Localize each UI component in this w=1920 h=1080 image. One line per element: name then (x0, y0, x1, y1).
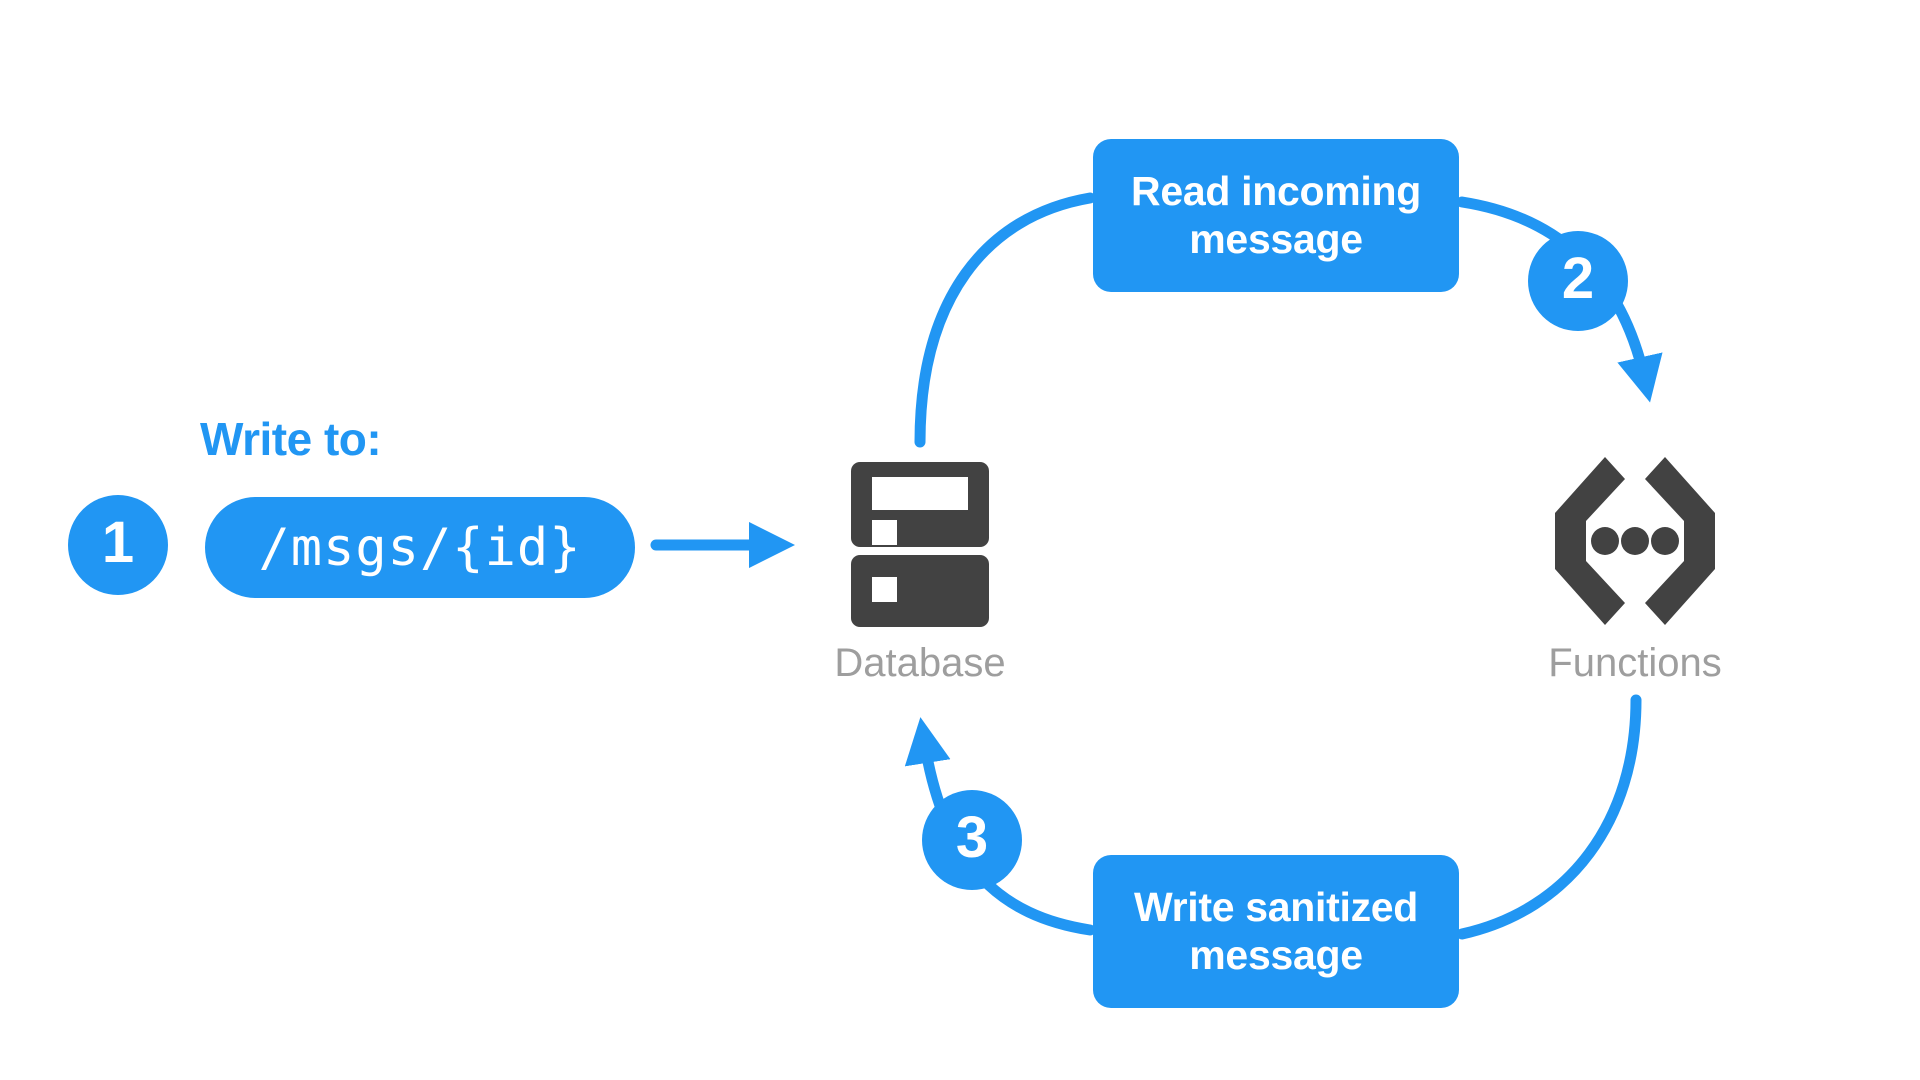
functions-braces-icon (1555, 457, 1715, 625)
step-badge-2: 2 (1528, 231, 1628, 331)
box-write-sanitized-message[interactable]: Write sanitized message (1093, 855, 1459, 1008)
step-badge-3: 3 (922, 790, 1022, 890)
connector-functions-to-write-box (1456, 694, 1642, 940)
box-write-sanitized-message-text: Write sanitized message (1134, 884, 1418, 980)
path-pill[interactable]: /msgs/{id} (205, 497, 635, 598)
connector-database-to-read-box (914, 192, 1096, 448)
path-pill-value: /msgs/{id} (258, 517, 582, 578)
box-read-incoming-message-text: Read incoming message (1131, 168, 1421, 264)
database-label: Database (834, 641, 1006, 685)
database-icon (851, 462, 989, 627)
functions-label: Functions (1548, 641, 1722, 685)
node-database[interactable]: Database (770, 462, 1070, 686)
write-to-label: Write to: (200, 413, 382, 465)
step-badge-2-number: 2 (1561, 246, 1595, 311)
step-badge-3-number: 3 (955, 805, 989, 870)
box-read-incoming-message[interactable]: Read incoming message (1093, 139, 1459, 292)
box-read-line2: message (1189, 215, 1363, 262)
box-write-line2: message (1189, 931, 1363, 978)
box-write-line1: Write sanitized (1133, 883, 1419, 930)
step-badge-1: 1 (68, 495, 168, 595)
box-read-line1: Read incoming (1131, 167, 1421, 214)
step-badge-1-number: 1 (101, 510, 135, 575)
node-functions[interactable]: Functions (1485, 455, 1785, 686)
